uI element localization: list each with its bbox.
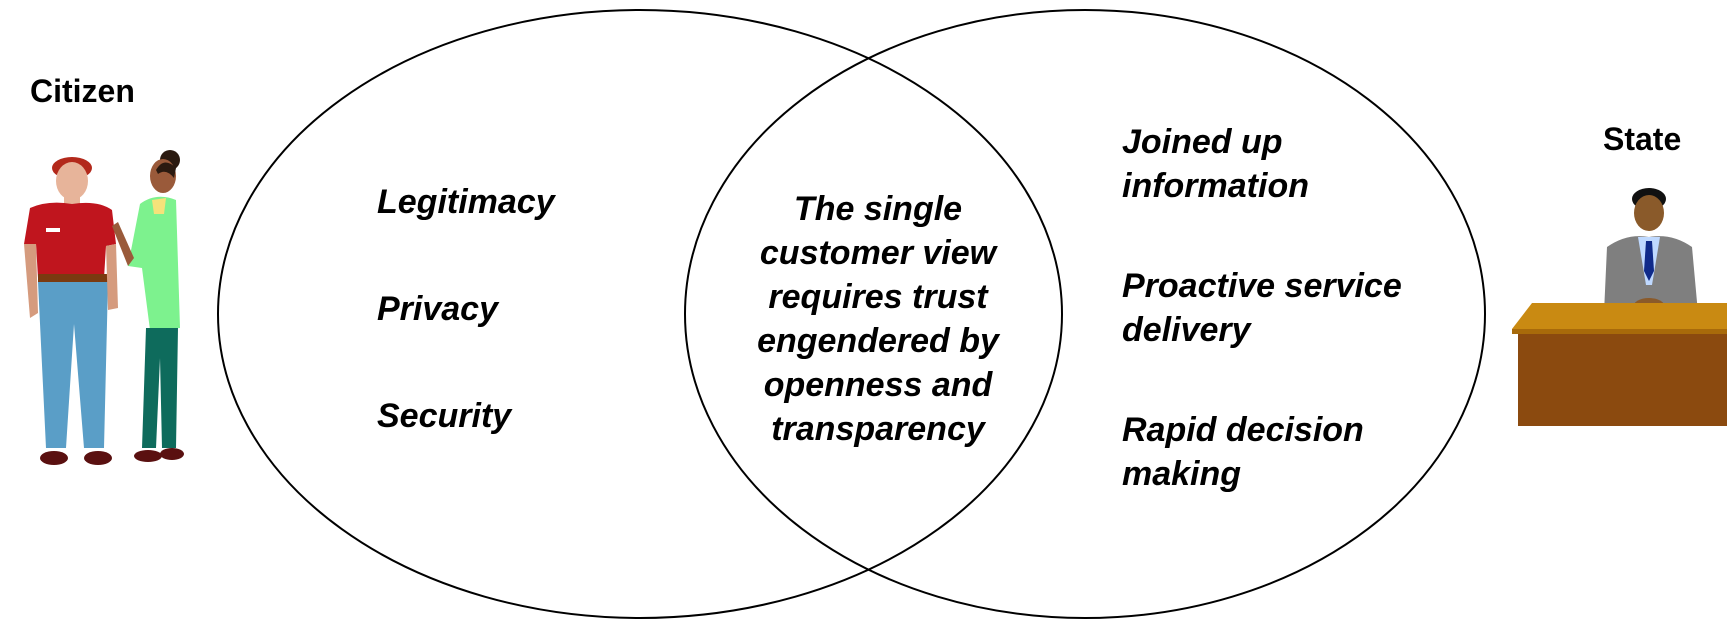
official-figure-icon bbox=[1604, 188, 1698, 316]
left-item-security: Security bbox=[377, 397, 512, 435]
state-label: State bbox=[1603, 121, 1682, 157]
right-item-proactive-service-delivery: Proactive service delivery bbox=[1122, 267, 1402, 349]
woman-figure-icon bbox=[112, 150, 184, 462]
right-ellipse-state bbox=[684, 9, 1486, 619]
right-item-joined-up-information: Joined up information bbox=[1122, 123, 1309, 205]
left-ellipse-citizen bbox=[217, 9, 1063, 619]
left-item-legitimacy: Legitimacy bbox=[377, 183, 555, 221]
citizen-label: Citizen bbox=[30, 73, 135, 109]
official-at-desk-clipart-icon bbox=[1512, 188, 1727, 426]
right-item-rapid-decision-making: Rapid decision making bbox=[1122, 411, 1364, 493]
center-overlap-text: The single customer view requires trust … bbox=[757, 190, 999, 448]
citizen-couple-clipart-icon bbox=[24, 150, 184, 465]
man-figure-icon bbox=[24, 157, 118, 465]
left-item-privacy: Privacy bbox=[377, 290, 498, 328]
desk-icon bbox=[1512, 303, 1727, 426]
